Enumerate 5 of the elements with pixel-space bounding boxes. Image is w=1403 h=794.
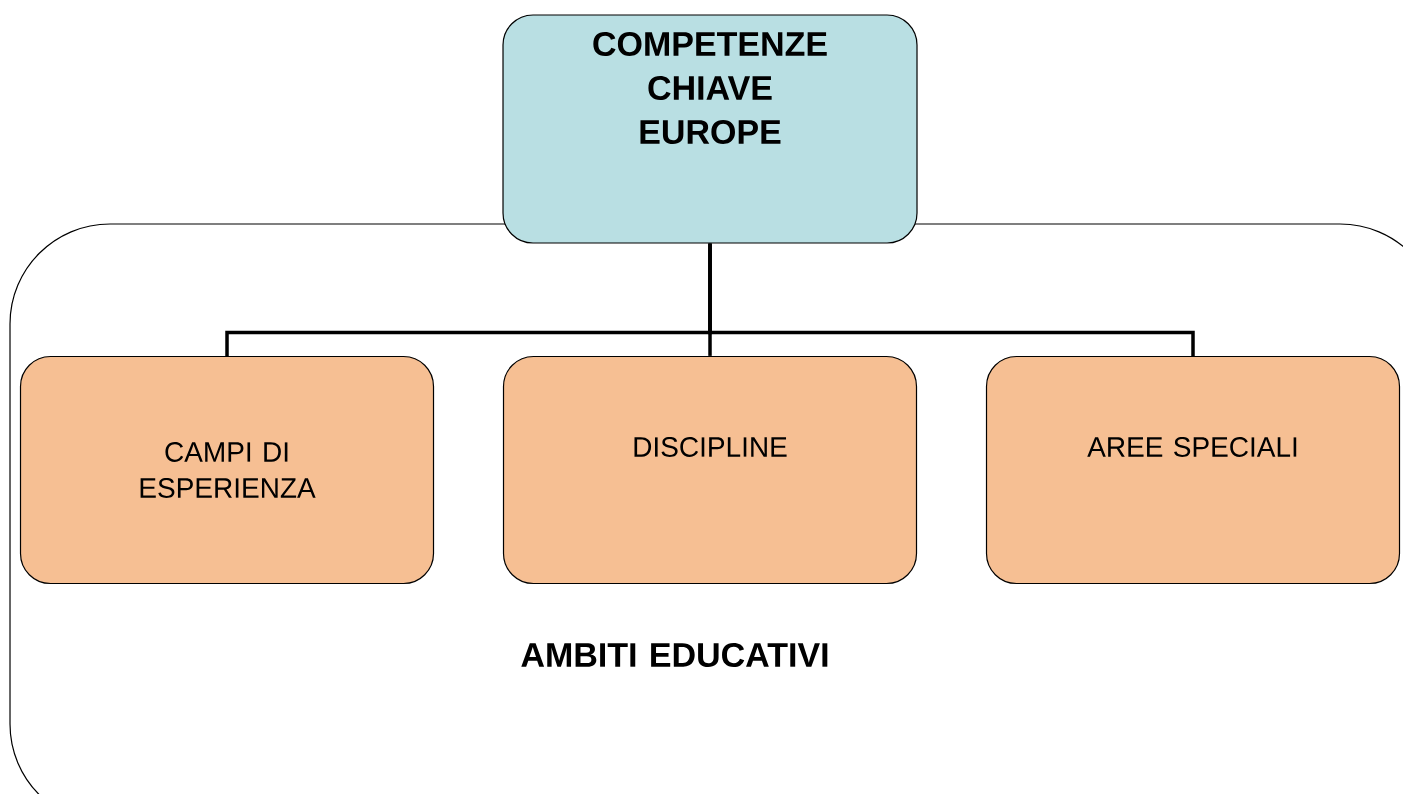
category-box: AREE SPECIALI [985,355,1401,585]
connector-line [708,243,1195,356]
top-box: COMPETENZE CHIAVE EUROPE [502,14,918,244]
category-box: DISCIPLINE [502,355,918,585]
category-box: CAMPI DI ESPERIENZA [19,355,435,585]
